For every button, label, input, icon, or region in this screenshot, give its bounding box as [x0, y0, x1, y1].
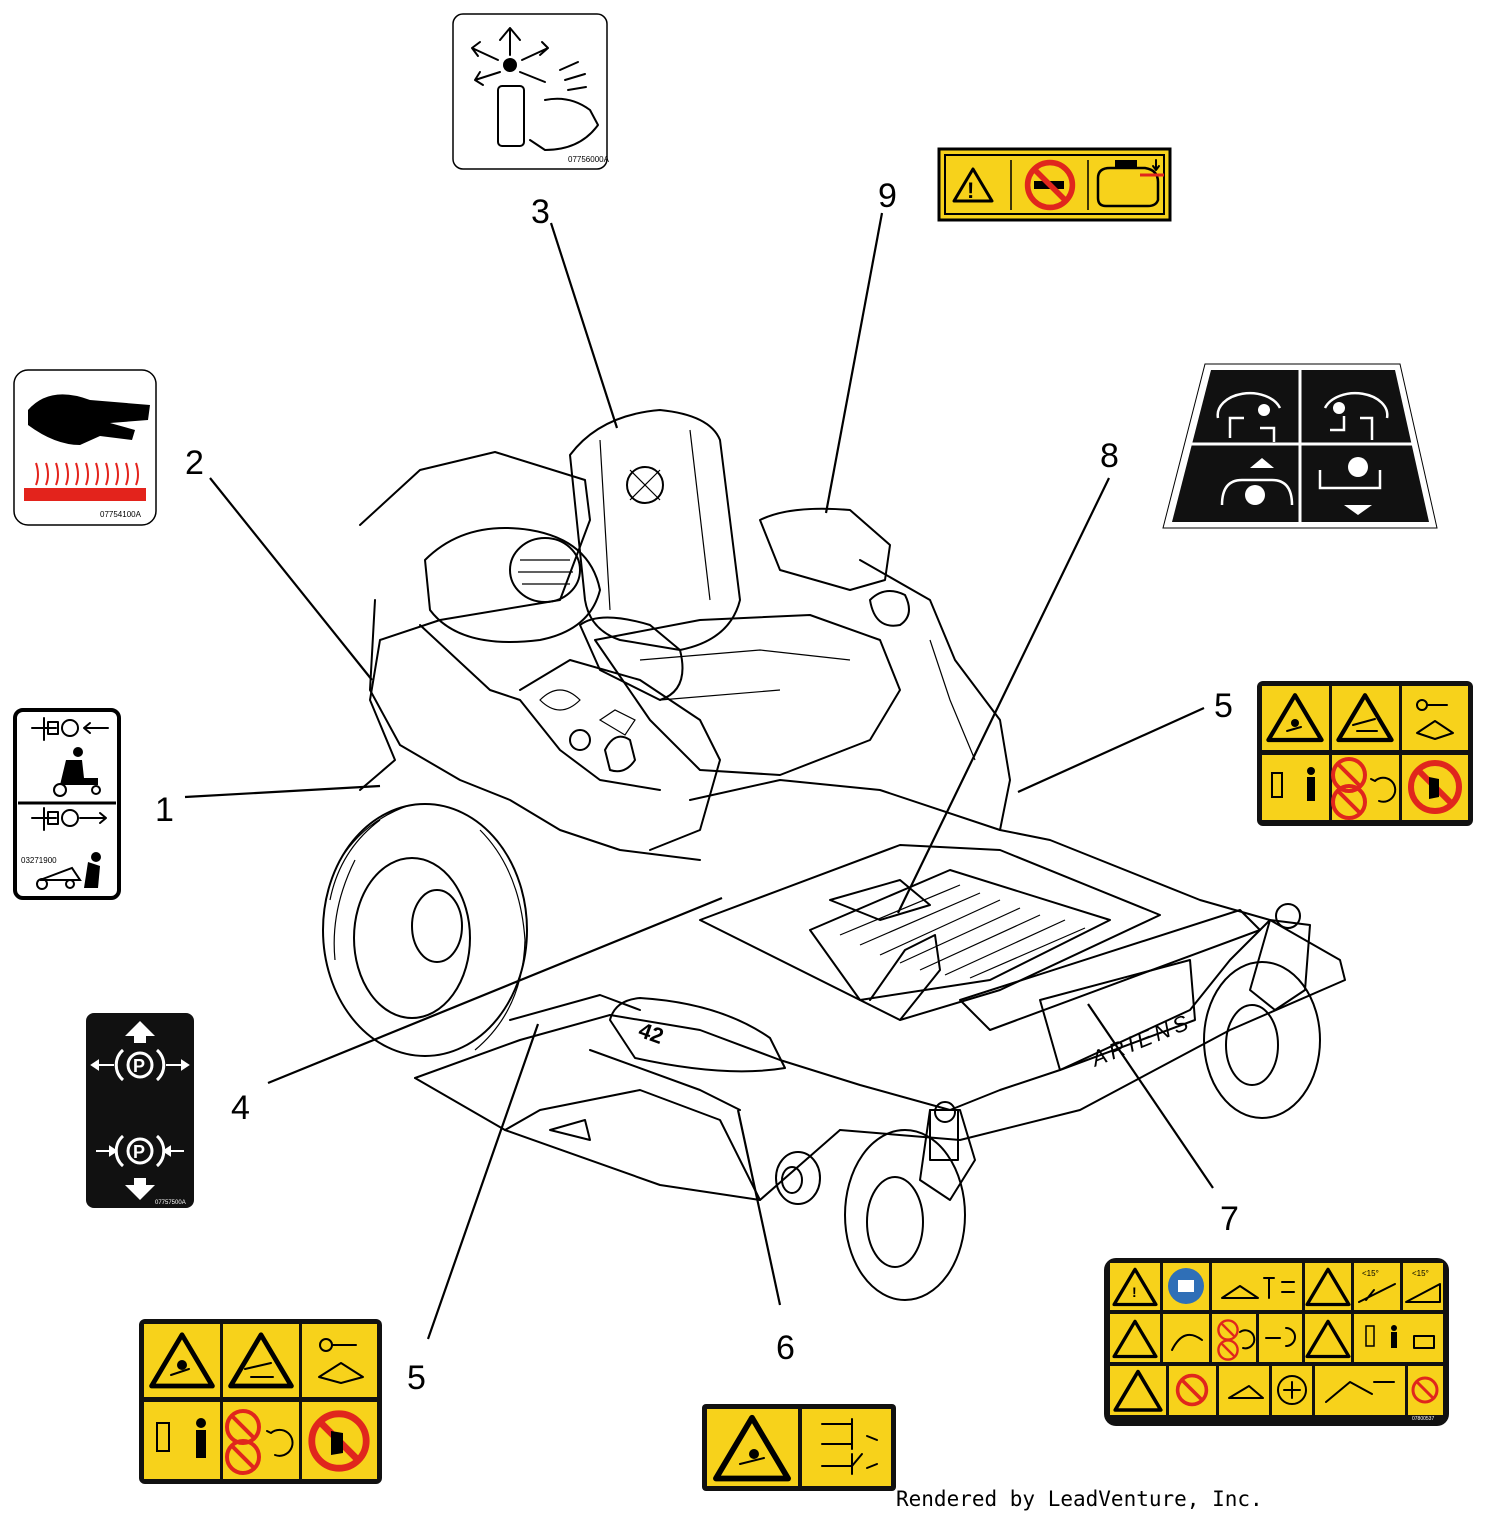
decal-4-part-number: 07757500A	[155, 1200, 186, 1206]
leader-3	[549, 222, 619, 429]
svg-text:<15°: <15°	[1412, 1269, 1429, 1278]
callout-9: 9	[878, 177, 897, 215]
decal-1-blade-engage: 03271900	[13, 708, 121, 900]
svg-text:<15°: <15°	[1362, 1269, 1379, 1278]
floor-pan	[699, 844, 1161, 1021]
decal-6-discharge-warning	[702, 1404, 896, 1491]
frame-right	[689, 559, 1271, 921]
parking-icon-2: P	[133, 1142, 145, 1162]
decal-7-part-number: 07800537	[1412, 1416, 1434, 1422]
leader-5a	[426, 1023, 540, 1340]
decal-1-part-number: 03271900	[21, 856, 57, 865]
leader-9	[824, 212, 884, 514]
leader-7	[1087, 1003, 1214, 1189]
callout-numbers: 1 2 3 4 5 5 6 7 8 9	[155, 177, 1239, 1397]
callout-5a: 5	[407, 1359, 426, 1397]
decal-2-hot-surface: 07754100A	[13, 369, 157, 526]
decal-3-pressure-hazard: 07756000A	[452, 13, 610, 170]
svg-text:!: !	[1132, 1284, 1137, 1300]
fuel-tank-fill-icon	[1096, 159, 1164, 208]
rider-icon	[53, 747, 101, 797]
no-smoking-icon	[1028, 163, 1073, 208]
leader-8	[897, 477, 1110, 914]
leader-1	[184, 784, 381, 799]
decal-5-safety-left	[139, 1319, 382, 1484]
leader-2	[209, 477, 373, 681]
decal-9-fuel-warning: !	[937, 147, 1172, 222]
callout-7: 7	[1220, 1200, 1239, 1238]
callout-4: 4	[231, 1089, 250, 1127]
brand-label: ARIENS	[1086, 1009, 1195, 1073]
leader-6	[736, 1109, 782, 1306]
callout-8: 8	[1100, 437, 1119, 475]
leader-4	[267, 896, 723, 1085]
decal-3-part-number: 07756000A	[568, 155, 610, 164]
anti-scalp-wheel	[775, 1151, 821, 1205]
rear-wheel	[322, 803, 528, 1057]
seat	[569, 409, 910, 776]
decal-7-operator-safety: ! <15° <15° 07800537	[1104, 1258, 1449, 1426]
render-credit: Rendered by LeadVenture, Inc.	[896, 1487, 1263, 1511]
leader-5b	[1017, 706, 1205, 794]
front-caster-right	[1203, 903, 1321, 1119]
callout-6: 6	[776, 1329, 795, 1367]
callout-5b: 5	[1214, 687, 1233, 725]
heat-waves-icon	[35, 462, 139, 486]
hand-icon	[28, 394, 150, 445]
svg-text:!: !	[967, 178, 974, 203]
leader-lines	[184, 212, 1214, 1340]
callout-3: 3	[531, 193, 550, 231]
mower-body	[359, 451, 721, 861]
front-caster-left	[844, 1101, 976, 1301]
callout-2: 2	[185, 444, 204, 482]
operator-leaving-icon	[36, 852, 101, 890]
decal-4-parking-brake: P P 07757500A	[86, 1013, 194, 1208]
deck-size-label: 42	[635, 1017, 667, 1049]
decal-5-safety-right	[1257, 681, 1473, 826]
burst-icon	[503, 58, 517, 72]
parking-icon: P	[133, 1056, 145, 1076]
decal-8-steering-controls	[1162, 363, 1438, 529]
callout-1: 1	[155, 791, 174, 829]
zero-turn-mower-drawing: 42 ARIENS	[322, 409, 1346, 1301]
decal-2-part-number: 07754100A	[100, 510, 142, 519]
